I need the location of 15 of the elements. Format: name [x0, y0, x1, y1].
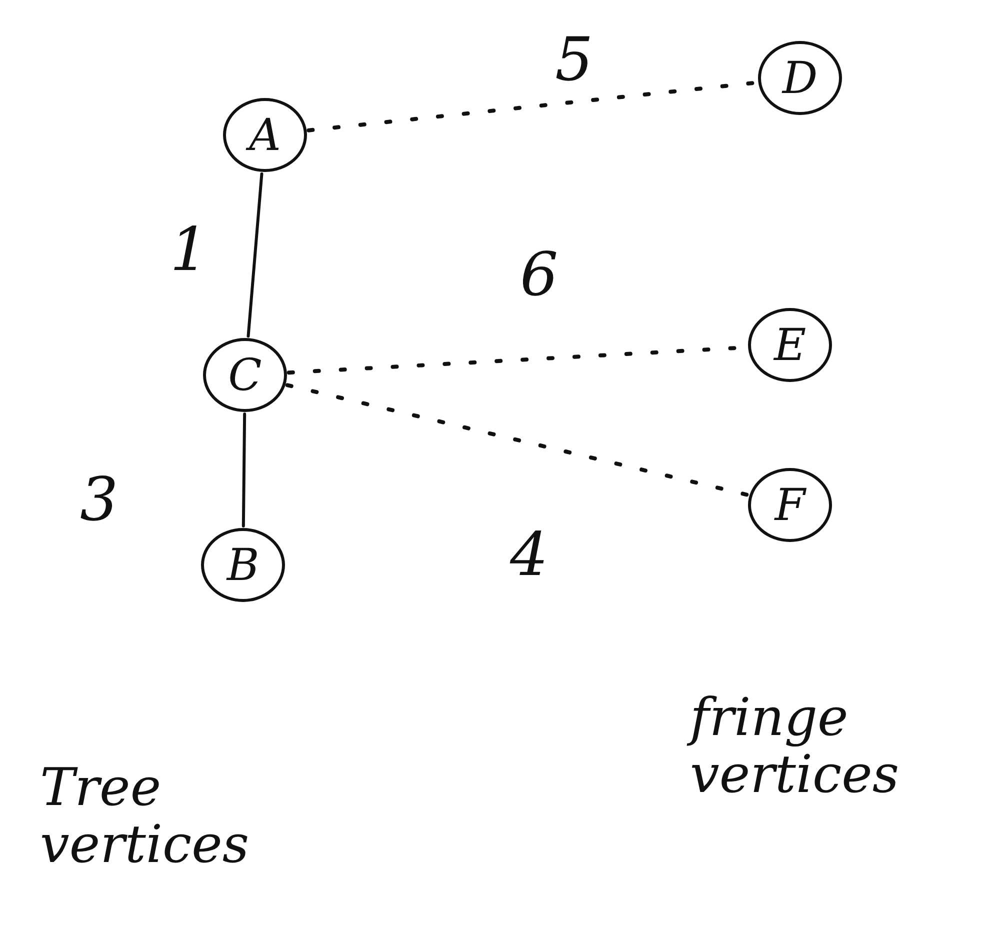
group-label: Tree vertices [40, 760, 250, 874]
vertex-circle: C [203, 338, 287, 412]
vertex-circle: B [201, 528, 285, 602]
edge-line [242, 412, 246, 528]
edge-weight: 3 [80, 470, 118, 530]
vertex-circle: A [223, 98, 307, 172]
dotted-edge [286, 383, 750, 497]
edge-weight: 4 [510, 525, 548, 585]
vertex-circle: E [748, 308, 832, 382]
edge-weight: 5 [555, 30, 594, 90]
vertex-circle: D [758, 41, 842, 115]
vertex-circle: F [748, 468, 832, 542]
edge-weight: 6 [520, 245, 558, 305]
edge-line [246, 172, 264, 338]
edge-weight: 1 [170, 220, 208, 280]
